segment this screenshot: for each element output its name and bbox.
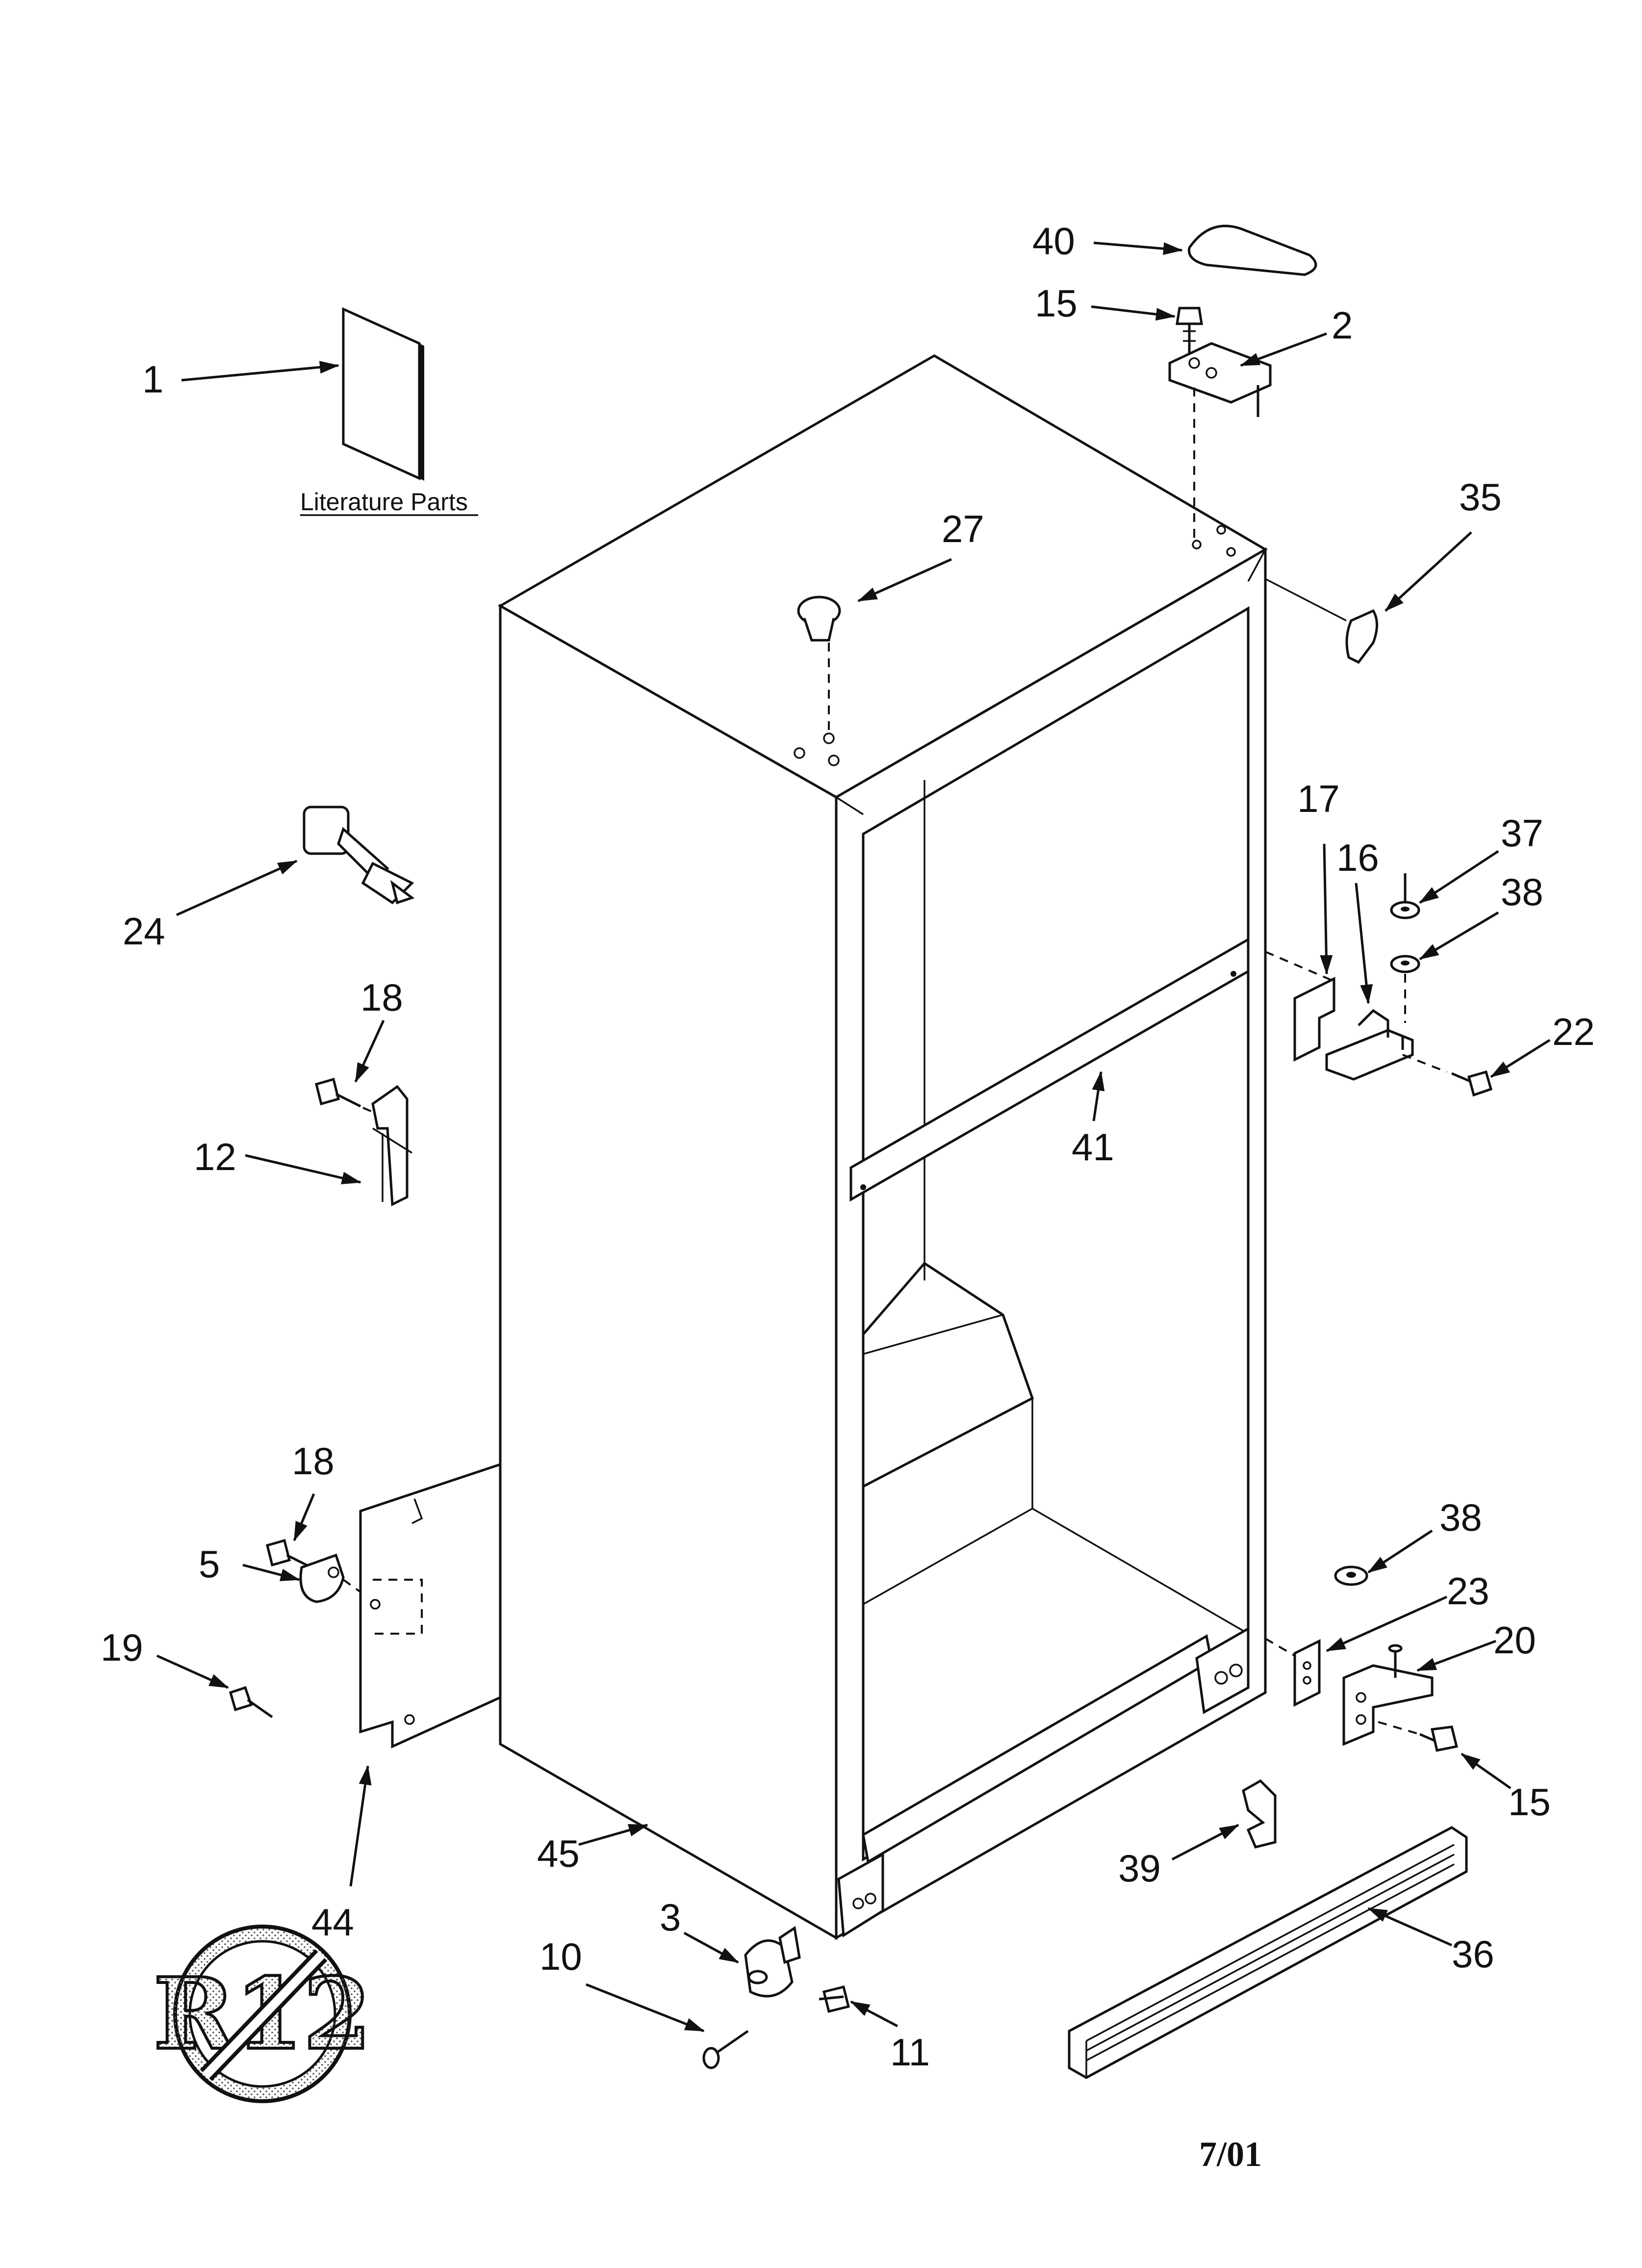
bottom-hinge [1342, 1644, 1434, 1746]
rear-access-panel [359, 1462, 502, 1748]
callout-16: 16 [1336, 836, 1379, 879]
top-plug [797, 596, 841, 731]
callout-27: 27 [942, 507, 984, 550]
callout-15-bottom: 15 [1508, 1780, 1551, 1824]
hinge-shim [1264, 1638, 1321, 1707]
literature-parts-label: Literature Parts [300, 488, 468, 516]
hinge-cover [1187, 225, 1317, 276]
callout-38-upper: 38 [1501, 870, 1543, 913]
callout-24: 24 [123, 910, 165, 953]
callout-38-lower: 38 [1439, 1496, 1482, 1539]
leg-screw [819, 1985, 850, 2013]
callout-35: 35 [1459, 475, 1502, 519]
callout-5: 5 [199, 1542, 220, 1586]
door-stop-clip [371, 1085, 412, 1206]
callout-1: 1 [142, 358, 163, 401]
callout-3: 3 [660, 1896, 681, 1939]
date-code: 7/01 [1199, 2135, 1262, 2174]
center-hinge [1325, 1009, 1414, 1081]
callout-numbers: 1 40 15 2 35 27 24 18 12 17 16 37 38 22 … [101, 219, 1595, 2074]
callout-22: 22 [1552, 1010, 1595, 1053]
no-r12-logo: R12 [152, 1925, 373, 2103]
callout-36: 36 [1452, 1932, 1494, 1976]
screw-lower [265, 1538, 312, 1569]
leg-pin [702, 2030, 749, 2069]
hinge-screw-top [1176, 307, 1203, 353]
callout-12: 12 [194, 1135, 236, 1178]
kickplate-grille [1068, 1826, 1468, 2079]
washers-upper [1390, 873, 1420, 1023]
callout-41: 41 [1072, 1125, 1114, 1169]
callout-20: 20 [1493, 1618, 1536, 1662]
callout-15-top: 15 [1035, 282, 1078, 325]
callout-39: 39 [1118, 1847, 1161, 1890]
screw-rear [229, 1686, 273, 1719]
callout-11: 11 [890, 2031, 930, 2074]
callout-18-upper: 18 [360, 976, 403, 1019]
leader-lines [156, 241, 1551, 2033]
callout-10: 10 [539, 1935, 582, 1978]
callout-37: 37 [1501, 811, 1543, 855]
refrigerator-cabinet [497, 354, 1268, 1940]
screw-upper [314, 1077, 383, 1117]
hinge-trim-piece [1265, 578, 1378, 664]
callout-45: 45 [537, 1832, 580, 1875]
callout-19: 19 [101, 1626, 143, 1669]
literature-parts-booklet: Literature Parts [300, 307, 478, 516]
tubing-clamp [299, 1553, 361, 1603]
callout-44: 44 [311, 1901, 354, 1944]
washer-lower [1334, 1565, 1368, 1586]
hinge-bracket [1265, 951, 1335, 1062]
callout-23: 23 [1447, 1569, 1489, 1613]
leveling-leg [744, 1926, 801, 1998]
grille-clip [1242, 1779, 1277, 1849]
callout-18-lower: 18 [292, 1439, 334, 1483]
callout-17: 17 [1297, 777, 1340, 820]
hinge-screw-center [1402, 1054, 1493, 1097]
callout-40: 40 [1032, 219, 1075, 262]
callout-2: 2 [1332, 304, 1353, 347]
door-stop-pin [303, 806, 415, 905]
hinge-screw-bottom [1378, 1721, 1459, 1752]
